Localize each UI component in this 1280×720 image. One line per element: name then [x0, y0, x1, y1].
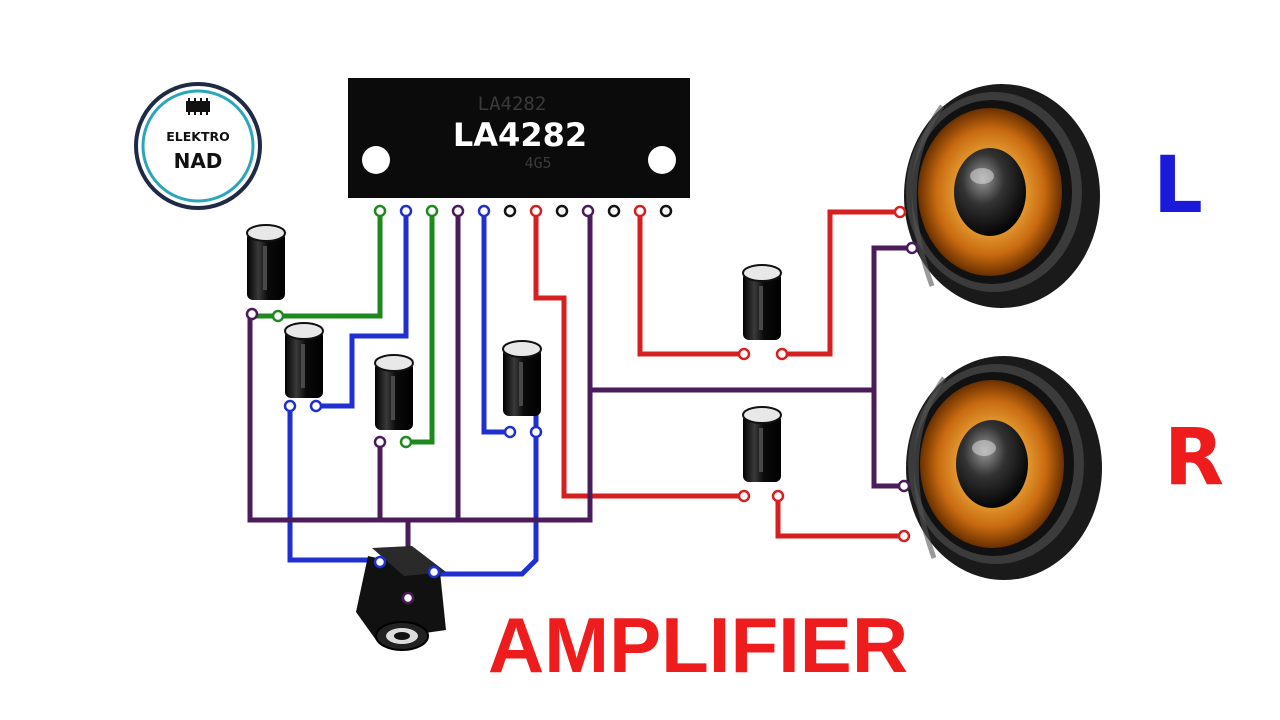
speaker-right-label: R: [1164, 413, 1224, 503]
speaker-left-label: L: [1153, 141, 1203, 231]
speaker-left: [893, 84, 1100, 308]
chip-ghost-label: LA4282: [478, 93, 547, 115]
wire-blue-3: [287, 406, 380, 563]
chip-pins: [373, 204, 673, 218]
speaker-icon: [906, 356, 1102, 580]
capacitor-c1: [246, 224, 286, 301]
wire-red-3: [782, 209, 900, 357]
capacitor-c3: [374, 354, 414, 431]
speaker-right: [897, 356, 1102, 580]
capacitor-c2: [284, 322, 324, 399]
wire-red-1: [533, 210, 744, 499]
wire-green-1: [256, 210, 383, 319]
capacitor-c4: [502, 340, 542, 417]
chip-part-number: LA4282: [453, 116, 587, 154]
logo-line1: ELEKTRO: [166, 129, 230, 144]
chip-sub-label: 4G5: [524, 154, 551, 172]
mounting-hole-right: [648, 146, 676, 174]
wire-blue-2: [481, 210, 510, 435]
wire-purple-ground: [247, 210, 593, 523]
logo-line2: NAD: [174, 149, 223, 173]
chip-icon: [186, 98, 210, 115]
wire-red-4: [775, 496, 904, 539]
capacitor-terminals: [245, 307, 789, 503]
brand-logo: ELEKTRO NAD: [134, 82, 262, 210]
wire-purple-6: [871, 245, 912, 489]
ic-chip: LA4282 LA4282 4G5: [348, 78, 690, 218]
wire-blue-4: [434, 432, 539, 577]
wires: [247, 209, 912, 598]
mounting-hole-left: [362, 146, 390, 174]
capacitor-c6: [742, 406, 782, 483]
wire-blue-1: [316, 210, 409, 409]
speaker-icon: [904, 84, 1100, 308]
wire-red-2: [637, 210, 744, 357]
diagram-title: AMPLIFIER: [488, 601, 908, 689]
wire-green-2: [406, 210, 435, 445]
capacitor-c5: [742, 264, 782, 341]
audio-jack-icon: [356, 546, 446, 651]
